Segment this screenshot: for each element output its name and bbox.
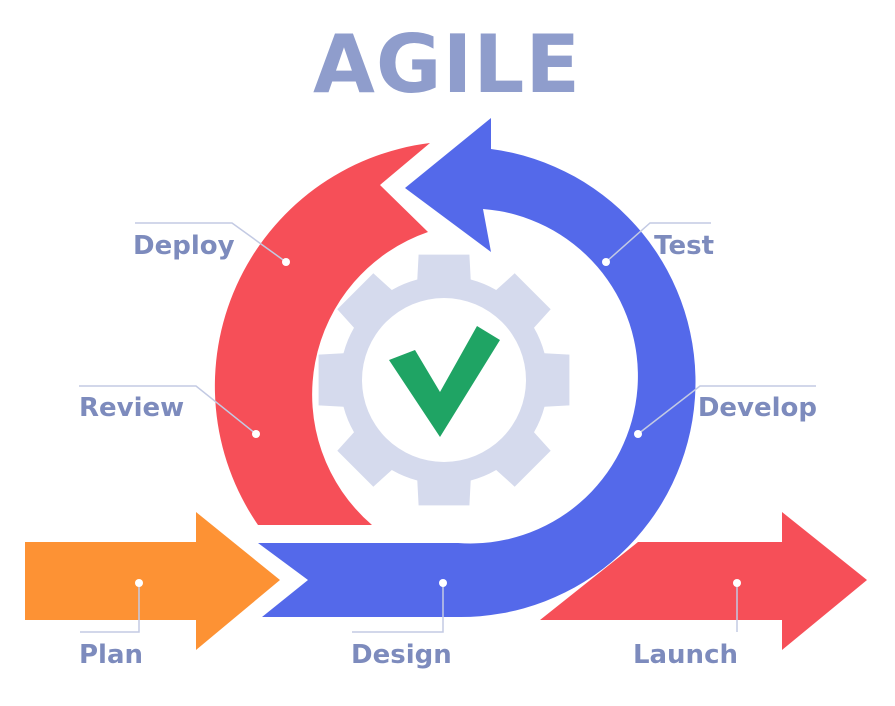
deploy-dot	[282, 258, 290, 266]
stage-label-deploy: Deploy	[133, 231, 235, 261]
stage-label-review: Review	[79, 393, 184, 423]
launch-arrow	[540, 512, 867, 650]
gear-shape	[318, 254, 570, 506]
develop-dot	[634, 430, 642, 438]
leader-lines	[79, 222, 816, 633]
stage-label-plan: Plan	[79, 640, 143, 670]
stage-label-develop: Develop	[698, 393, 817, 423]
review-leader-line	[79, 385, 257, 435]
red-cycle-arrow	[214, 143, 430, 525]
checkmark-icon	[389, 326, 500, 437]
test-leader-line	[605, 222, 711, 263]
plan-arrow	[25, 512, 280, 650]
develop-leader-line	[637, 385, 816, 435]
plan-dot	[135, 579, 143, 587]
test-dot	[602, 258, 610, 266]
plan-leader-line	[80, 583, 140, 633]
blue-cycle-arrow	[258, 118, 696, 618]
diagram-title: AGILE	[313, 18, 581, 111]
design-dot	[439, 579, 447, 587]
gear-icon	[318, 254, 570, 506]
stage-dots	[135, 258, 741, 587]
deploy-leader-line	[135, 222, 287, 263]
stage-label-test: Test	[654, 231, 714, 261]
design-leader-line	[352, 583, 444, 633]
stage-label-launch: Launch	[633, 640, 738, 670]
review-dot	[252, 430, 260, 438]
stage-label-design: Design	[351, 640, 452, 670]
launch-dot	[733, 579, 741, 587]
